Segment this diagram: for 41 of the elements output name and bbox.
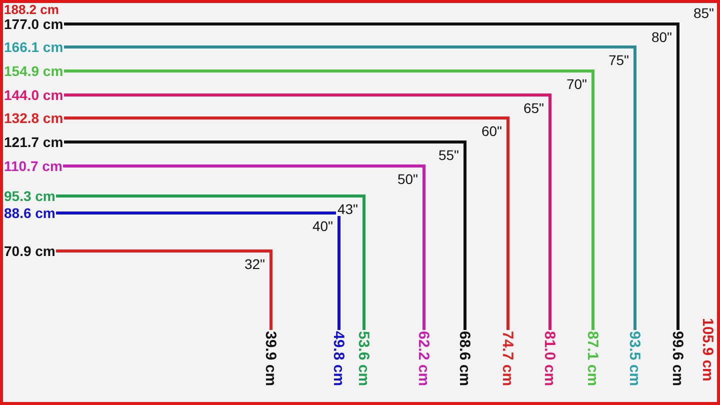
size-label: 43" bbox=[336, 202, 359, 216]
height-label: 53.6 cm bbox=[356, 331, 371, 386]
height-label: 93.5 cm bbox=[627, 331, 642, 386]
connector-line bbox=[56, 250, 272, 330]
width-label: 95.3 cm bbox=[4, 189, 56, 203]
connector-line bbox=[56, 194, 366, 330]
width-label: 70.9 cm bbox=[4, 244, 56, 258]
connector-line bbox=[64, 116, 510, 330]
height-label: 49.8 cm bbox=[331, 331, 346, 386]
size-label: 80" bbox=[650, 30, 673, 44]
size-label: 32" bbox=[243, 257, 266, 271]
height-label: 68.6 cm bbox=[457, 331, 472, 386]
width-label: 132.8 cm bbox=[4, 111, 64, 125]
width-label: 110.7 cm bbox=[4, 159, 62, 173]
size-label: 65" bbox=[522, 101, 545, 115]
connector-line bbox=[64, 140, 466, 330]
width-label: 166.1 cm bbox=[4, 40, 64, 54]
connector-line bbox=[64, 94, 552, 330]
width-label: 154.9 cm bbox=[4, 64, 64, 78]
connector-line bbox=[64, 70, 594, 330]
width-label: 88.6 cm bbox=[4, 206, 56, 220]
width-label: 144.0 cm bbox=[4, 88, 64, 102]
height-label: 62.2 cm bbox=[416, 331, 431, 386]
height-label: 81.0 cm bbox=[542, 331, 557, 386]
dimension-label: 188.2 cm bbox=[4, 3, 59, 16]
size-label: 60" bbox=[480, 124, 503, 138]
size-label: 75" bbox=[607, 53, 630, 67]
height-label: 74.7 cm bbox=[500, 331, 515, 386]
connector-line bbox=[63, 164, 426, 330]
size-label: 40" bbox=[311, 219, 334, 233]
size-label: 70" bbox=[565, 77, 588, 91]
width-label: 177.0 cm bbox=[4, 17, 64, 31]
height-label: 99.6 cm bbox=[670, 331, 685, 386]
dimension-label: 105.9 cm bbox=[700, 318, 715, 382]
size-label: 50" bbox=[396, 172, 419, 186]
height-label: 39.9 cm bbox=[263, 331, 278, 386]
height-label: 87.1 cm bbox=[585, 331, 600, 386]
width-label: 121.7 cm bbox=[4, 135, 64, 149]
size-label: 55" bbox=[437, 148, 460, 162]
size-label: 85" bbox=[693, 6, 714, 20]
connector-line bbox=[56, 212, 340, 330]
